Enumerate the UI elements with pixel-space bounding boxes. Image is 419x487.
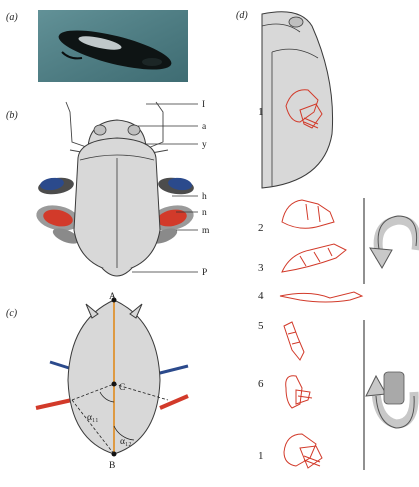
step-label-4: 4 [258,290,264,302]
clockwise-rotation-arrow-icon [370,216,417,268]
leg-pose-4 [280,292,362,302]
counterclockwise-rotation-arrow-icon [366,372,414,428]
panel-d-beetle-outline [262,12,333,188]
panel-a-label: (a) [6,12,18,23]
panel-b-beetle [34,102,198,276]
panel-c-diagram [36,298,188,457]
step-label-1: 1 [258,106,264,118]
angle-alpha-11: α₁₁ [87,413,99,423]
callout-n: n [202,208,207,218]
step-label-6: 6 [258,378,264,390]
leg-pose-3 [282,244,346,272]
panel-c-label: (c) [6,308,18,319]
step-label-5: 5 [258,320,264,332]
step-label-2: 2 [258,222,264,234]
leg-pose-6 [286,376,312,408]
callout-m: m [202,226,210,236]
point-A: A [109,292,116,302]
panel-b-label: (b) [6,110,18,121]
callout-P: P [202,268,207,278]
callout-a: a [202,122,207,132]
panel-a-photo [38,10,188,82]
callout-h: h [202,192,207,202]
step-label-3: 3 [258,262,264,274]
step-label-7: 1 [258,450,264,462]
callout-y: y [202,140,207,150]
callout-I: I [202,100,205,110]
point-B: B [109,461,115,471]
leg-pose-5 [284,322,304,360]
panel-d-label: (d) [236,10,248,21]
angle-alpha-12: α₁₂ [120,437,132,447]
leg-pose-2 [282,200,334,228]
point-C: C [119,383,125,393]
leg-pose-7 [284,434,322,468]
